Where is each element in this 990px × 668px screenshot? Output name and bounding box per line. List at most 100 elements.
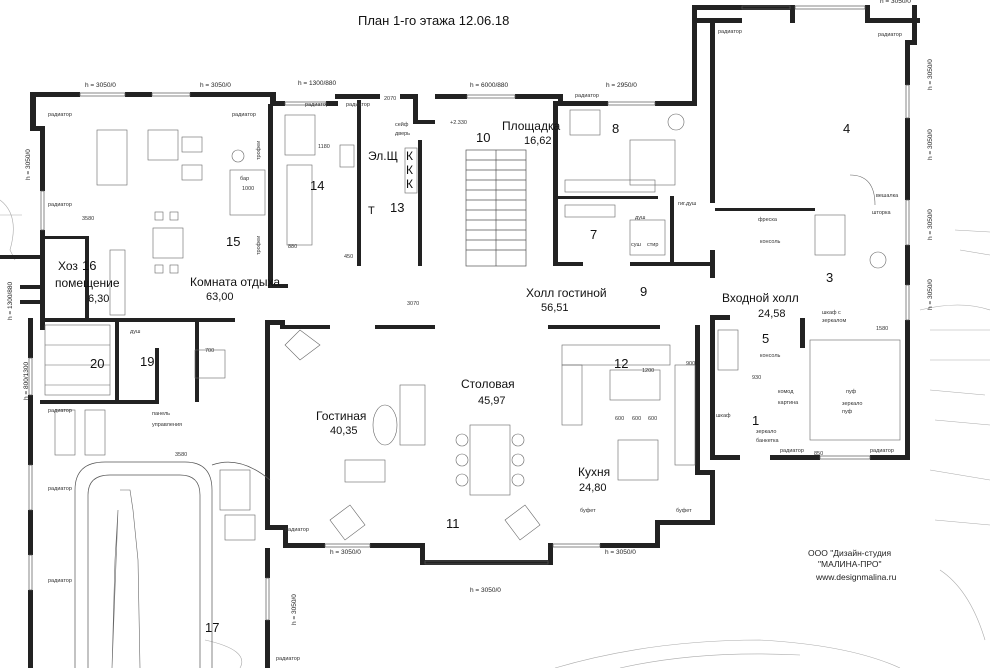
- room-number-7: 7: [590, 227, 597, 242]
- room-number-15: 15: [226, 234, 240, 249]
- label-safe: сейф: [395, 121, 409, 128]
- window-height-label: h = 3050/0: [470, 587, 501, 594]
- staircase: [465, 149, 527, 267]
- room-number-16: 16: [82, 258, 96, 273]
- room-name-gostinaya: Гостиная: [316, 409, 366, 423]
- label-upravlenia: управления: [152, 422, 182, 428]
- label-zerkalo-puf: зеркало: [842, 401, 863, 407]
- window-height-label: h = 3050/0: [330, 549, 361, 556]
- room-number-5: 5: [762, 331, 769, 346]
- studio-site: www.designmalina.ru: [815, 572, 897, 582]
- label-sush: суш: [631, 242, 642, 248]
- label-veshalka: вешалка: [876, 193, 899, 199]
- radiator-label: радиатор: [48, 408, 72, 414]
- room-number-11: 11: [446, 516, 460, 531]
- room-number-10: 10: [476, 130, 490, 145]
- label-shtorka: шторка: [872, 210, 892, 216]
- window-height-label: h = 3050/0: [85, 82, 116, 89]
- room-area-kuhnya: 24,80: [579, 482, 607, 494]
- label-shkaf: шкаф: [716, 413, 731, 419]
- dim-600: 600: [632, 416, 641, 422]
- label-k: К: [406, 149, 413, 163]
- radiator-label: радиатор: [780, 448, 804, 454]
- room-name-vhodnoy-holl: Входной холл: [722, 291, 799, 305]
- window-height-label: h = 3050/0: [291, 594, 298, 625]
- label-trofei: трофеи: [256, 236, 262, 255]
- window-height-label: h = 3050/0: [25, 149, 32, 180]
- label-bar-dim: 1000: [242, 186, 254, 192]
- room-area-stolovaya: 45,97: [478, 395, 506, 407]
- label-freska: фреска: [758, 217, 778, 223]
- label-bufet: буфет: [676, 508, 692, 514]
- radiator-label: радиатор: [48, 112, 72, 118]
- room-number-8: 8: [612, 121, 619, 136]
- dim-880: 880: [288, 244, 297, 250]
- room-name-ploshchadka: Площадка: [502, 119, 560, 133]
- label-door: дверь: [395, 131, 410, 137]
- radiator-label: радиатор: [48, 486, 72, 492]
- window-height-label: h = 3050/0: [200, 82, 231, 89]
- radiator-label: радиатор: [232, 112, 256, 118]
- dim-1180: 1180: [318, 144, 330, 150]
- radiator-label: радиатор: [575, 93, 599, 99]
- window-height-label: h = 3050/0: [927, 209, 934, 240]
- room-number-12: 12: [614, 356, 628, 371]
- label-puf: пуф: [846, 389, 857, 395]
- room-area-hoz: 6,30: [88, 293, 109, 305]
- dim-1580: 1580: [876, 326, 888, 332]
- radiator-label: радиатор: [285, 527, 309, 533]
- label-k: К: [406, 163, 413, 177]
- windows: [28, 5, 910, 621]
- label-dush: душ: [130, 329, 141, 335]
- dim-450: 450: [344, 254, 353, 260]
- label-trofei: трофеи: [256, 141, 262, 160]
- studio-name: ООО "Дизайн-студия: [808, 548, 892, 558]
- radiator-label: радиатор: [346, 102, 370, 108]
- room-area-gostinaya: 40,35: [330, 425, 358, 437]
- label-bar: бар: [240, 176, 249, 182]
- room-number-4: 4: [843, 121, 850, 136]
- pool: [74, 461, 271, 668]
- label-shkaf-zerkalom: шкаф с: [822, 310, 841, 316]
- room-number-3: 3: [826, 270, 833, 285]
- room-area-komnata-otdyha: 63,00: [206, 291, 234, 303]
- room-number-14: 14: [310, 178, 324, 193]
- label-komod: комод: [778, 389, 794, 395]
- radiator-label: радиатор: [276, 656, 300, 662]
- window-height-label: h = 2950/0: [606, 82, 637, 89]
- dim-1200: 1200: [642, 368, 654, 374]
- radiator-label: радиатор: [305, 102, 329, 108]
- label-kartina: картина: [778, 400, 799, 406]
- furniture: [44, 109, 901, 541]
- label-dush: душ: [635, 215, 646, 221]
- window-height-label: h = 3050/0: [927, 59, 934, 90]
- window-height-label: h = 3050/0: [880, 0, 911, 5]
- dim-3070: 3070: [407, 301, 419, 307]
- label-shkaf-zerkalom: зеркалом: [822, 318, 846, 324]
- label-t: Т: [368, 205, 375, 217]
- room-number-17: 17: [205, 620, 219, 635]
- plan-title: План 1-го этажа 12.06.18: [358, 13, 509, 28]
- label-tigdush: гиг.душ: [678, 201, 697, 207]
- window-height-label: h = 3050/0: [927, 129, 934, 160]
- label-bufet: буфет: [580, 508, 596, 514]
- label-zerkalo: зеркало: [756, 429, 777, 435]
- dim-600: 600: [615, 416, 624, 422]
- window-height-label: h = 3050/0: [927, 279, 934, 310]
- radiator-label: радиатор: [48, 202, 72, 208]
- dim-600: 600: [648, 416, 657, 422]
- window-height-label: h = 6000/880: [470, 82, 509, 89]
- studio-name-2: "МАЛИНА-ПРО": [818, 559, 882, 569]
- radiator-label: радиатор: [870, 448, 894, 454]
- window-height-label: h = 800/1300: [23, 361, 30, 400]
- room-name-stolovaya: Столовая: [461, 377, 515, 391]
- room-name-holl-gostinoy: Холл гостиной: [526, 286, 607, 300]
- dim-3580: 3580: [175, 452, 187, 458]
- dim-900: 900: [686, 361, 695, 367]
- window-height-label: h = 3050/0: [605, 549, 636, 556]
- radiator-label: радиатор: [48, 578, 72, 584]
- radiator-label: радиатор: [878, 32, 902, 38]
- room-number-19: 19: [140, 354, 154, 369]
- dim-2070: 2070: [384, 96, 396, 102]
